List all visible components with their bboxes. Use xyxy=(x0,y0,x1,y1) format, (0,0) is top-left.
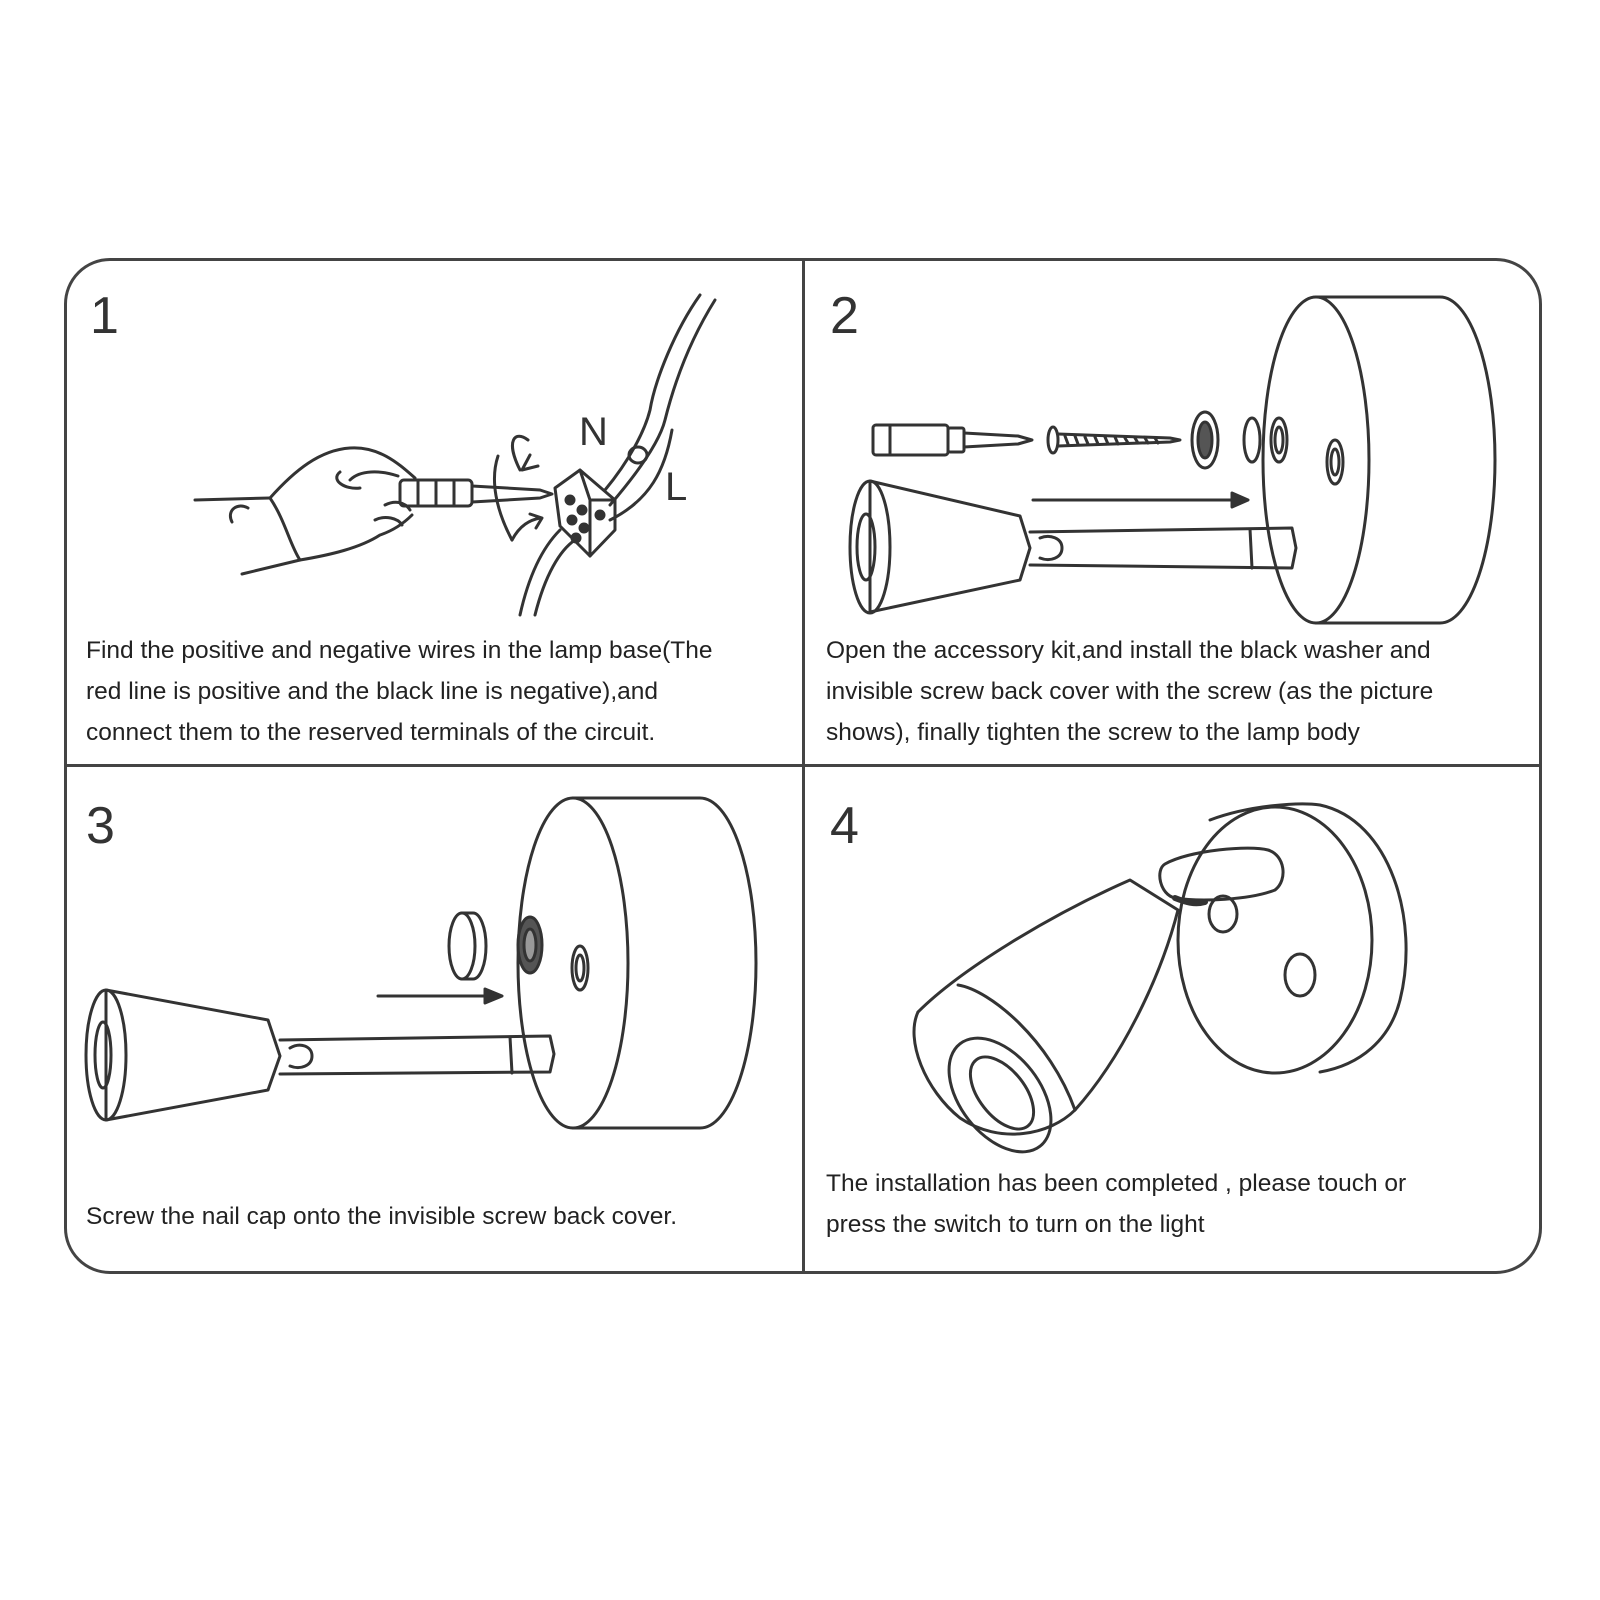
lamp-head-icon xyxy=(914,880,1178,1171)
step-1-caption: Find the positive and negative wires in … xyxy=(86,637,713,746)
lamp-base-icon xyxy=(1263,297,1495,623)
direction-arrow-icon xyxy=(378,989,502,1003)
lamp-base-icon xyxy=(518,798,756,1128)
rotation-arrows-icon xyxy=(494,436,542,540)
wires-icon xyxy=(520,295,715,615)
panel-divider-horizontal xyxy=(64,764,1542,767)
step-1-illustration: N L xyxy=(195,295,715,615)
lamp-head-icon xyxy=(850,481,1296,613)
step-1-number: 1 xyxy=(90,287,119,345)
step-3-number: 3 xyxy=(86,797,115,855)
screwdriver-icon xyxy=(873,425,1032,455)
step-2-illustration xyxy=(850,297,1495,623)
lamp-base-icon xyxy=(1178,804,1406,1073)
terminal-block-icon xyxy=(555,470,615,556)
step-2-number: 2 xyxy=(830,287,859,345)
step-4-number: 4 xyxy=(830,797,859,855)
step-4-caption: The installation has been completed , pl… xyxy=(826,1170,1407,1238)
screwdriver-icon xyxy=(400,480,552,506)
wire-label-n: N xyxy=(579,410,608,454)
lamp-head-icon xyxy=(86,990,554,1120)
switch-icon xyxy=(1160,848,1283,903)
direction-arrow-icon xyxy=(1033,493,1248,507)
black-washer-icon xyxy=(1192,412,1218,468)
step-3-illustration xyxy=(86,798,756,1128)
back-cover-icon xyxy=(1244,418,1287,462)
step-2-caption: Open the accessory kit,and install the b… xyxy=(826,637,1434,746)
step-4-illustration xyxy=(914,804,1406,1171)
nail-cap-icon xyxy=(449,913,486,979)
step-3-caption: Screw the nail cap onto the invisible sc… xyxy=(86,1203,678,1230)
screw-icon xyxy=(1048,427,1180,453)
hand-icon xyxy=(195,448,415,574)
wire-label-l: L xyxy=(665,465,687,509)
